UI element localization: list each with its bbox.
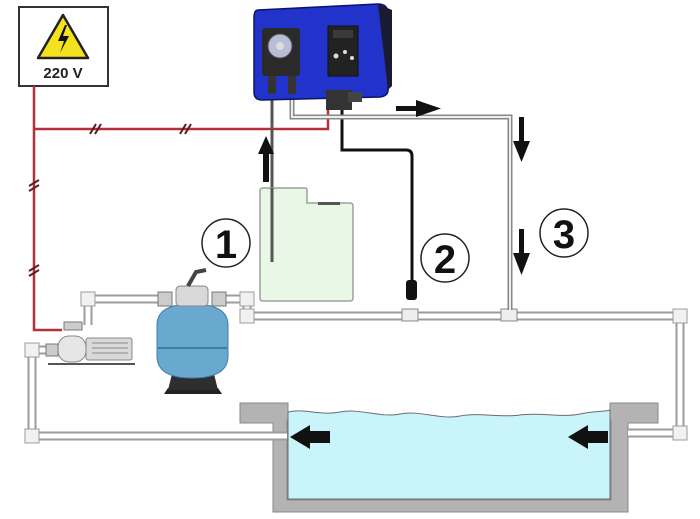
sensor-holder xyxy=(326,90,352,110)
multiport-valve xyxy=(175,285,209,307)
arrow-left-icon xyxy=(290,425,330,449)
circulation-pump xyxy=(45,321,135,365)
chemical-tank xyxy=(259,187,354,302)
pool-wall xyxy=(239,402,659,513)
power-line-to-pump xyxy=(32,86,62,332)
callout-3: 3 xyxy=(539,208,589,258)
arrow-down-icon xyxy=(513,229,530,275)
power-line-to-dosing-pump xyxy=(34,110,330,131)
arrow-right-icon xyxy=(396,100,441,117)
voltage-label: 220 V xyxy=(43,65,82,82)
pump-volute xyxy=(57,335,87,363)
sand-filter xyxy=(156,268,229,394)
injection-valve xyxy=(406,280,417,300)
callout-number: 2 xyxy=(434,238,456,282)
panel-button xyxy=(350,56,354,60)
flow-arrows xyxy=(258,100,608,449)
panel-button xyxy=(333,53,339,59)
swimming-pool xyxy=(239,402,659,513)
pipe-pump-to-filter xyxy=(83,294,160,325)
power-sign: 220 V xyxy=(18,6,109,87)
panel-button xyxy=(343,50,347,54)
callout-number: 1 xyxy=(215,223,237,267)
arrow-left-icon xyxy=(568,425,608,449)
arrow-up-icon xyxy=(258,136,274,182)
sampling-line-inner xyxy=(291,92,511,310)
injection-tee xyxy=(401,308,419,322)
injection-line xyxy=(340,108,414,285)
dosing-pump-unit xyxy=(253,3,392,110)
high-voltage-warning-icon xyxy=(36,13,90,60)
arrow-down-icon xyxy=(513,117,530,162)
pump-motor xyxy=(85,337,133,361)
callout-2: 2 xyxy=(420,233,470,283)
callout-number: 3 xyxy=(553,213,575,257)
callout-1: 1 xyxy=(201,218,251,268)
sampling-tee xyxy=(500,308,518,322)
valve-handle xyxy=(186,268,207,287)
filter-tank xyxy=(156,303,229,379)
wire-hash-marks xyxy=(28,123,192,277)
pool-water xyxy=(287,409,611,500)
